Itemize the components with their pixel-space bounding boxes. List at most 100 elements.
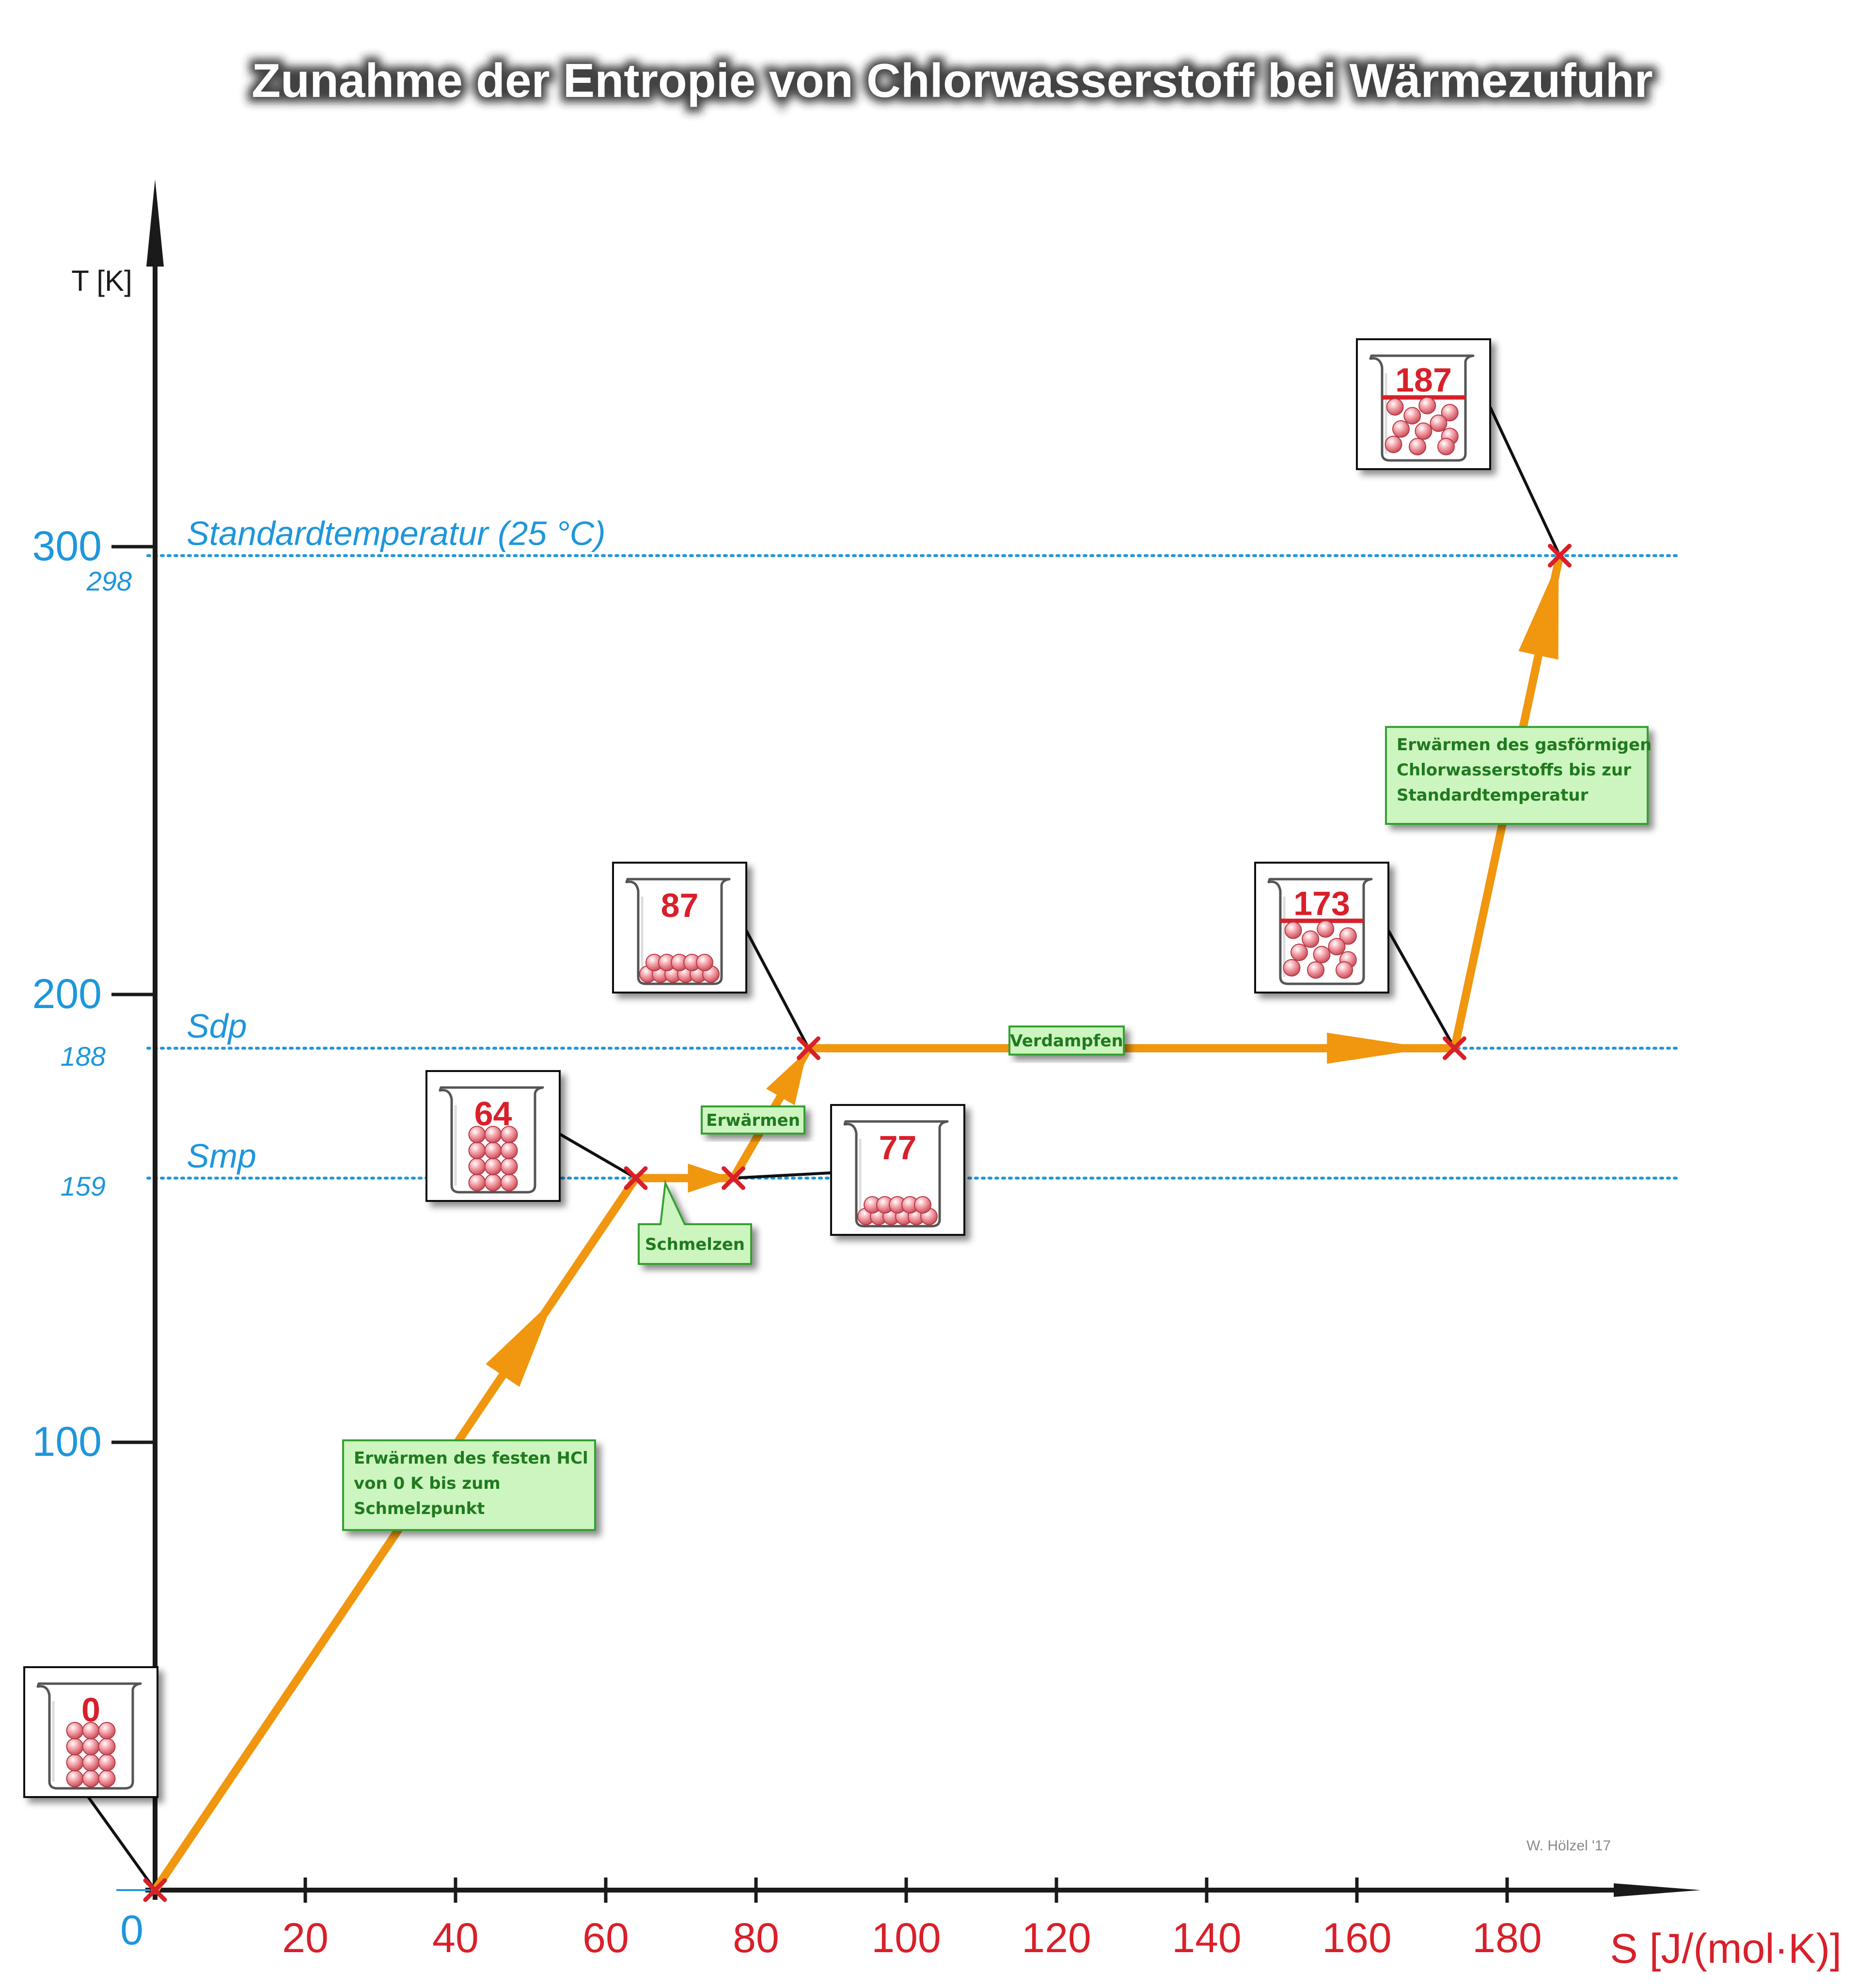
particle <box>1290 944 1308 962</box>
particle <box>98 1754 116 1771</box>
x-tick-label-20: 20 <box>282 1915 329 1961</box>
chart-title-shadow: Zunahme der Entropie von Chlorwasserstof… <box>252 54 1652 107</box>
y-tick-label-300: 300 <box>32 523 102 569</box>
particle <box>1307 961 1325 979</box>
particle <box>98 1722 116 1739</box>
data-point-marker-0 <box>143 1878 167 1902</box>
data-point-marker-87 <box>797 1036 820 1060</box>
particle <box>484 1142 502 1159</box>
beaker-value: 173 <box>1293 884 1350 922</box>
particle <box>500 1142 518 1159</box>
particle <box>66 1770 84 1787</box>
x-tick-label-180: 180 <box>1472 1915 1542 1961</box>
annotation-line: Verdampfen <box>1010 1031 1123 1051</box>
particle <box>500 1174 518 1191</box>
annotation-frame <box>342 1439 596 1531</box>
particle <box>1283 959 1301 977</box>
beaker-connectors <box>83 406 1561 1891</box>
particle <box>82 1738 100 1755</box>
origin-label: 0 <box>120 1907 143 1954</box>
x-axis-arrow <box>1614 1883 1701 1897</box>
beaker-value: 64 <box>474 1095 512 1133</box>
x-axis-label: S [J/(mol·K)] <box>1610 1925 1841 1972</box>
particle <box>484 1174 502 1191</box>
ref-line-value-159: 159 <box>61 1171 106 1201</box>
beaker-card-0: 0 <box>23 1666 158 1798</box>
data-point-marker-77 <box>722 1166 745 1190</box>
annotation-line: Standardtemperatur <box>1397 786 1589 805</box>
beaker-card-64: 64 <box>425 1070 561 1202</box>
ref-line-label-159: Smp <box>187 1137 256 1175</box>
annotation-frame <box>1008 1026 1125 1056</box>
annotation-frame <box>638 1179 752 1265</box>
annotation-line: Schmelzpunkt <box>354 1499 485 1518</box>
beaker-value: 87 <box>661 886 699 924</box>
ref-line-label-188: Sdp <box>187 1007 247 1045</box>
particle <box>1415 422 1432 440</box>
particle <box>1336 961 1353 979</box>
particle <box>500 1158 518 1175</box>
beaker-card-87: 87 <box>612 862 747 994</box>
ref-line-value-298: 298 <box>86 566 132 596</box>
credit-text: W. Hölzel '17 <box>1527 1838 1611 1854</box>
beaker-card-77: 77 <box>830 1104 965 1236</box>
x-tick-label-60: 60 <box>582 1915 629 1961</box>
annotation-line: Erwärmen des gasförmigen <box>1397 735 1652 755</box>
annotation-line: Chlorwasserstoffs bis zur <box>1397 760 1631 780</box>
particle <box>66 1754 84 1771</box>
particle <box>1317 920 1335 938</box>
beaker-connector-173 <box>1387 930 1456 1049</box>
beaker-connector-64 <box>559 1133 637 1180</box>
beaker-connector-77 <box>733 1171 832 1180</box>
data-point-marker-64 <box>624 1166 648 1190</box>
particle <box>1430 414 1448 432</box>
particle <box>1328 938 1346 956</box>
x-tick-label-120: 120 <box>1022 1915 1091 1961</box>
particle <box>1386 398 1404 416</box>
particle <box>1339 927 1357 945</box>
beaker-value: 0 <box>81 1691 100 1729</box>
particle <box>1385 435 1402 453</box>
path-arrowhead-5 <box>1518 560 1559 660</box>
particle <box>1403 407 1421 425</box>
particle <box>1392 420 1410 438</box>
particle <box>696 954 713 971</box>
data-point-marker-173 <box>1443 1036 1466 1060</box>
annotation-line: Erwärmen des festen HCl <box>354 1449 588 1468</box>
particle <box>500 1126 518 1143</box>
beaker-connector-87 <box>745 930 810 1049</box>
particle <box>66 1722 84 1739</box>
beaker-connector-0 <box>83 1791 157 1891</box>
beaker-value: 77 <box>879 1129 917 1167</box>
particle <box>66 1738 84 1755</box>
annotation-line: Schmelzen <box>645 1235 745 1254</box>
x-tick-label-100: 100 <box>871 1915 941 1961</box>
annotation-box-3: Erwärmen <box>701 1105 805 1135</box>
path-arrowhead-2 <box>688 1163 732 1193</box>
particle <box>468 1158 486 1175</box>
x-tick-label-40: 40 <box>432 1915 479 1961</box>
data-point-markers <box>143 543 1572 1902</box>
particle <box>1313 946 1331 963</box>
particle <box>1418 396 1436 414</box>
annotation-box-4: Verdampfen <box>1008 1026 1125 1056</box>
path-arrowhead-4 <box>1327 1032 1429 1064</box>
x-tick-label-160: 160 <box>1322 1915 1392 1961</box>
chart-title-text: Zunahme der Entropie von Chlorwasserstof… <box>252 54 1652 107</box>
ref-line-value-188: 188 <box>61 1041 106 1072</box>
annotation-line: Erwärmen <box>706 1111 800 1130</box>
particle <box>82 1770 100 1787</box>
particle <box>1409 438 1427 456</box>
ref-line-label-298: Standardtemperatur (25 °C) <box>187 514 606 552</box>
particle <box>98 1770 116 1787</box>
path-arrowhead-1 <box>486 1299 554 1387</box>
annotation-frame <box>1385 726 1649 825</box>
annotation-frame <box>701 1105 805 1135</box>
y-tick-label-100: 100 <box>32 1419 102 1465</box>
path-arrowhead-3 <box>766 1051 807 1105</box>
